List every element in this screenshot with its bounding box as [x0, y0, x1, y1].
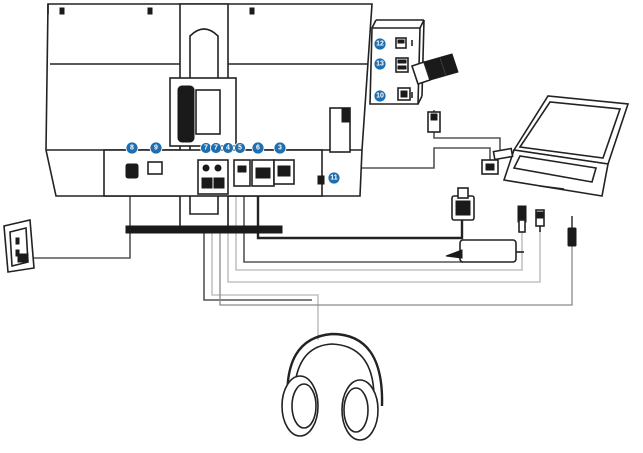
- callout-6: 6: [252, 142, 264, 154]
- callout-11: 11: [328, 172, 340, 184]
- svg-text:5: 5: [238, 145, 242, 152]
- callout-7a: 7: [201, 143, 212, 154]
- callout-7b: 7: [211, 143, 222, 154]
- power-adapter: [446, 240, 524, 262]
- callout-9: 9: [150, 142, 162, 154]
- svg-text:6: 6: [256, 145, 260, 152]
- usb-side-panel: 12 13 10: [370, 20, 424, 104]
- callout-10: 10: [374, 90, 386, 102]
- power-cable: [26, 196, 130, 258]
- monitor-back: [46, 4, 372, 233]
- callout-4: 4: [223, 143, 234, 154]
- svg-text:3: 3: [278, 145, 282, 152]
- svg-text:9: 9: [154, 145, 158, 152]
- callout-5: 5: [235, 143, 246, 154]
- power-port: [126, 164, 138, 178]
- dp-connector: [536, 210, 544, 232]
- hdmi-port: [234, 160, 250, 186]
- callout-13: 13: [374, 58, 386, 70]
- svg-text:11: 11: [330, 175, 338, 182]
- svg-text:7: 7: [204, 145, 208, 152]
- callout-12: 12: [374, 38, 386, 50]
- laptop-usb-cable: [434, 110, 514, 156]
- stand-base: [126, 226, 282, 233]
- svg-text:7: 7: [214, 145, 218, 152]
- laptop: [493, 96, 628, 196]
- audio-ports: [198, 160, 228, 194]
- callout-3: 3: [274, 142, 286, 154]
- power-outlet: [4, 220, 34, 272]
- hdmi-connector: [518, 206, 526, 232]
- svg-text:4: 4: [226, 145, 230, 152]
- svg-text:10: 10: [376, 93, 384, 100]
- usb-b-plug: [482, 160, 498, 174]
- svg-text:8: 8: [130, 145, 134, 152]
- usb-connector-plug: [428, 112, 440, 132]
- svg-text:13: 13: [376, 61, 384, 68]
- callout-8: 8: [126, 142, 138, 154]
- headphones: [282, 334, 382, 440]
- vga-connector: [452, 188, 474, 220]
- svg-text:12: 12: [376, 41, 384, 48]
- audio-jack: [568, 216, 576, 246]
- switch-port: [148, 162, 162, 174]
